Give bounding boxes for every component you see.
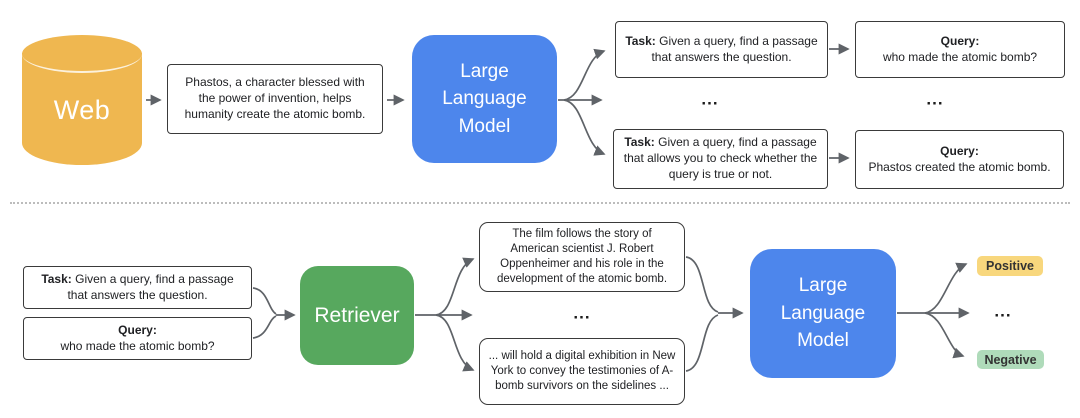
task-box-2: Task: Given a query, find a passage that… — [613, 129, 828, 189]
web-label: Web — [53, 95, 111, 125]
query-bottom-label: Query: — [118, 322, 157, 337]
task-bottom-label: Task: — [41, 271, 72, 286]
query-bottom-text: who made the atomic bomb? — [60, 338, 215, 353]
query-box-1: Query: who made the atomic bomb? — [855, 21, 1065, 78]
ellipsis-passages: ... — [573, 303, 591, 323]
task-bottom-text: Given a query, find a passage that answe… — [67, 271, 234, 302]
llm-box-bottom: Large Language Model — [750, 249, 896, 378]
query-box-2: Query: Phastos created the atomic bomb. — [855, 130, 1064, 189]
retriever-label: Retriever — [314, 303, 400, 327]
passage-box-exhibition: ... will hold a digital exhibition in Ne… — [479, 338, 685, 405]
ellipsis-outputs: ... — [994, 301, 1012, 321]
task-1-text: Given a query, find a passage that answe… — [651, 33, 818, 64]
query-box-bottom: Query: who made the atomic bomb? — [23, 317, 252, 360]
query-2-text: Phastos created the atomic bomb. — [868, 159, 1051, 174]
ellipsis-top-tasks: ... — [701, 89, 719, 109]
task-2-label: Task: — [624, 135, 655, 150]
task-box-1: Task: Given a query, find a passage that… — [615, 21, 828, 78]
task-bottom-text-wrap: Task: Given a query, find a passage that… — [32, 272, 243, 304]
task-1-label: Task: — [625, 33, 656, 48]
query-2-label: Query: — [940, 143, 979, 158]
web-passage-text: Phastos, a character blessed with the po… — [184, 75, 366, 121]
task-2-text-wrap: Task: Given a query, find a passage that… — [622, 135, 819, 182]
positive-badge: Positive — [977, 256, 1043, 276]
llm-label-top: Large Language Model — [442, 60, 527, 137]
task-2-text: Given a query, find a passage that allow… — [623, 135, 818, 181]
task-box-bottom: Task: Given a query, find a passage that… — [23, 266, 252, 309]
passage-film-text: The film follows the story of American s… — [496, 227, 668, 286]
negative-badge: Negative — [977, 350, 1044, 369]
web-passage-box: Phastos, a character blessed with the po… — [167, 64, 383, 134]
retriever-box: Retriever — [300, 266, 414, 365]
query-1-label: Query: — [940, 33, 980, 48]
llm-label-bottom: Large Language Model — [780, 275, 866, 352]
passage-exhibition-text: ... will hold a digital exhibition in Ne… — [488, 349, 676, 393]
llm-box-top: Large Language Model — [412, 35, 557, 163]
ellipsis-top-queries: ... — [926, 89, 944, 109]
web-database-cylinder: Web — [22, 35, 142, 165]
query-1-text: who made the atomic bomb? — [882, 49, 1038, 64]
cylinder-lid — [22, 35, 142, 73]
dotted-divider — [10, 202, 1070, 204]
task-1-text-wrap: Task: Given a query, find a passage that… — [624, 34, 819, 66]
passage-box-film: The film follows the story of American s… — [479, 222, 685, 292]
